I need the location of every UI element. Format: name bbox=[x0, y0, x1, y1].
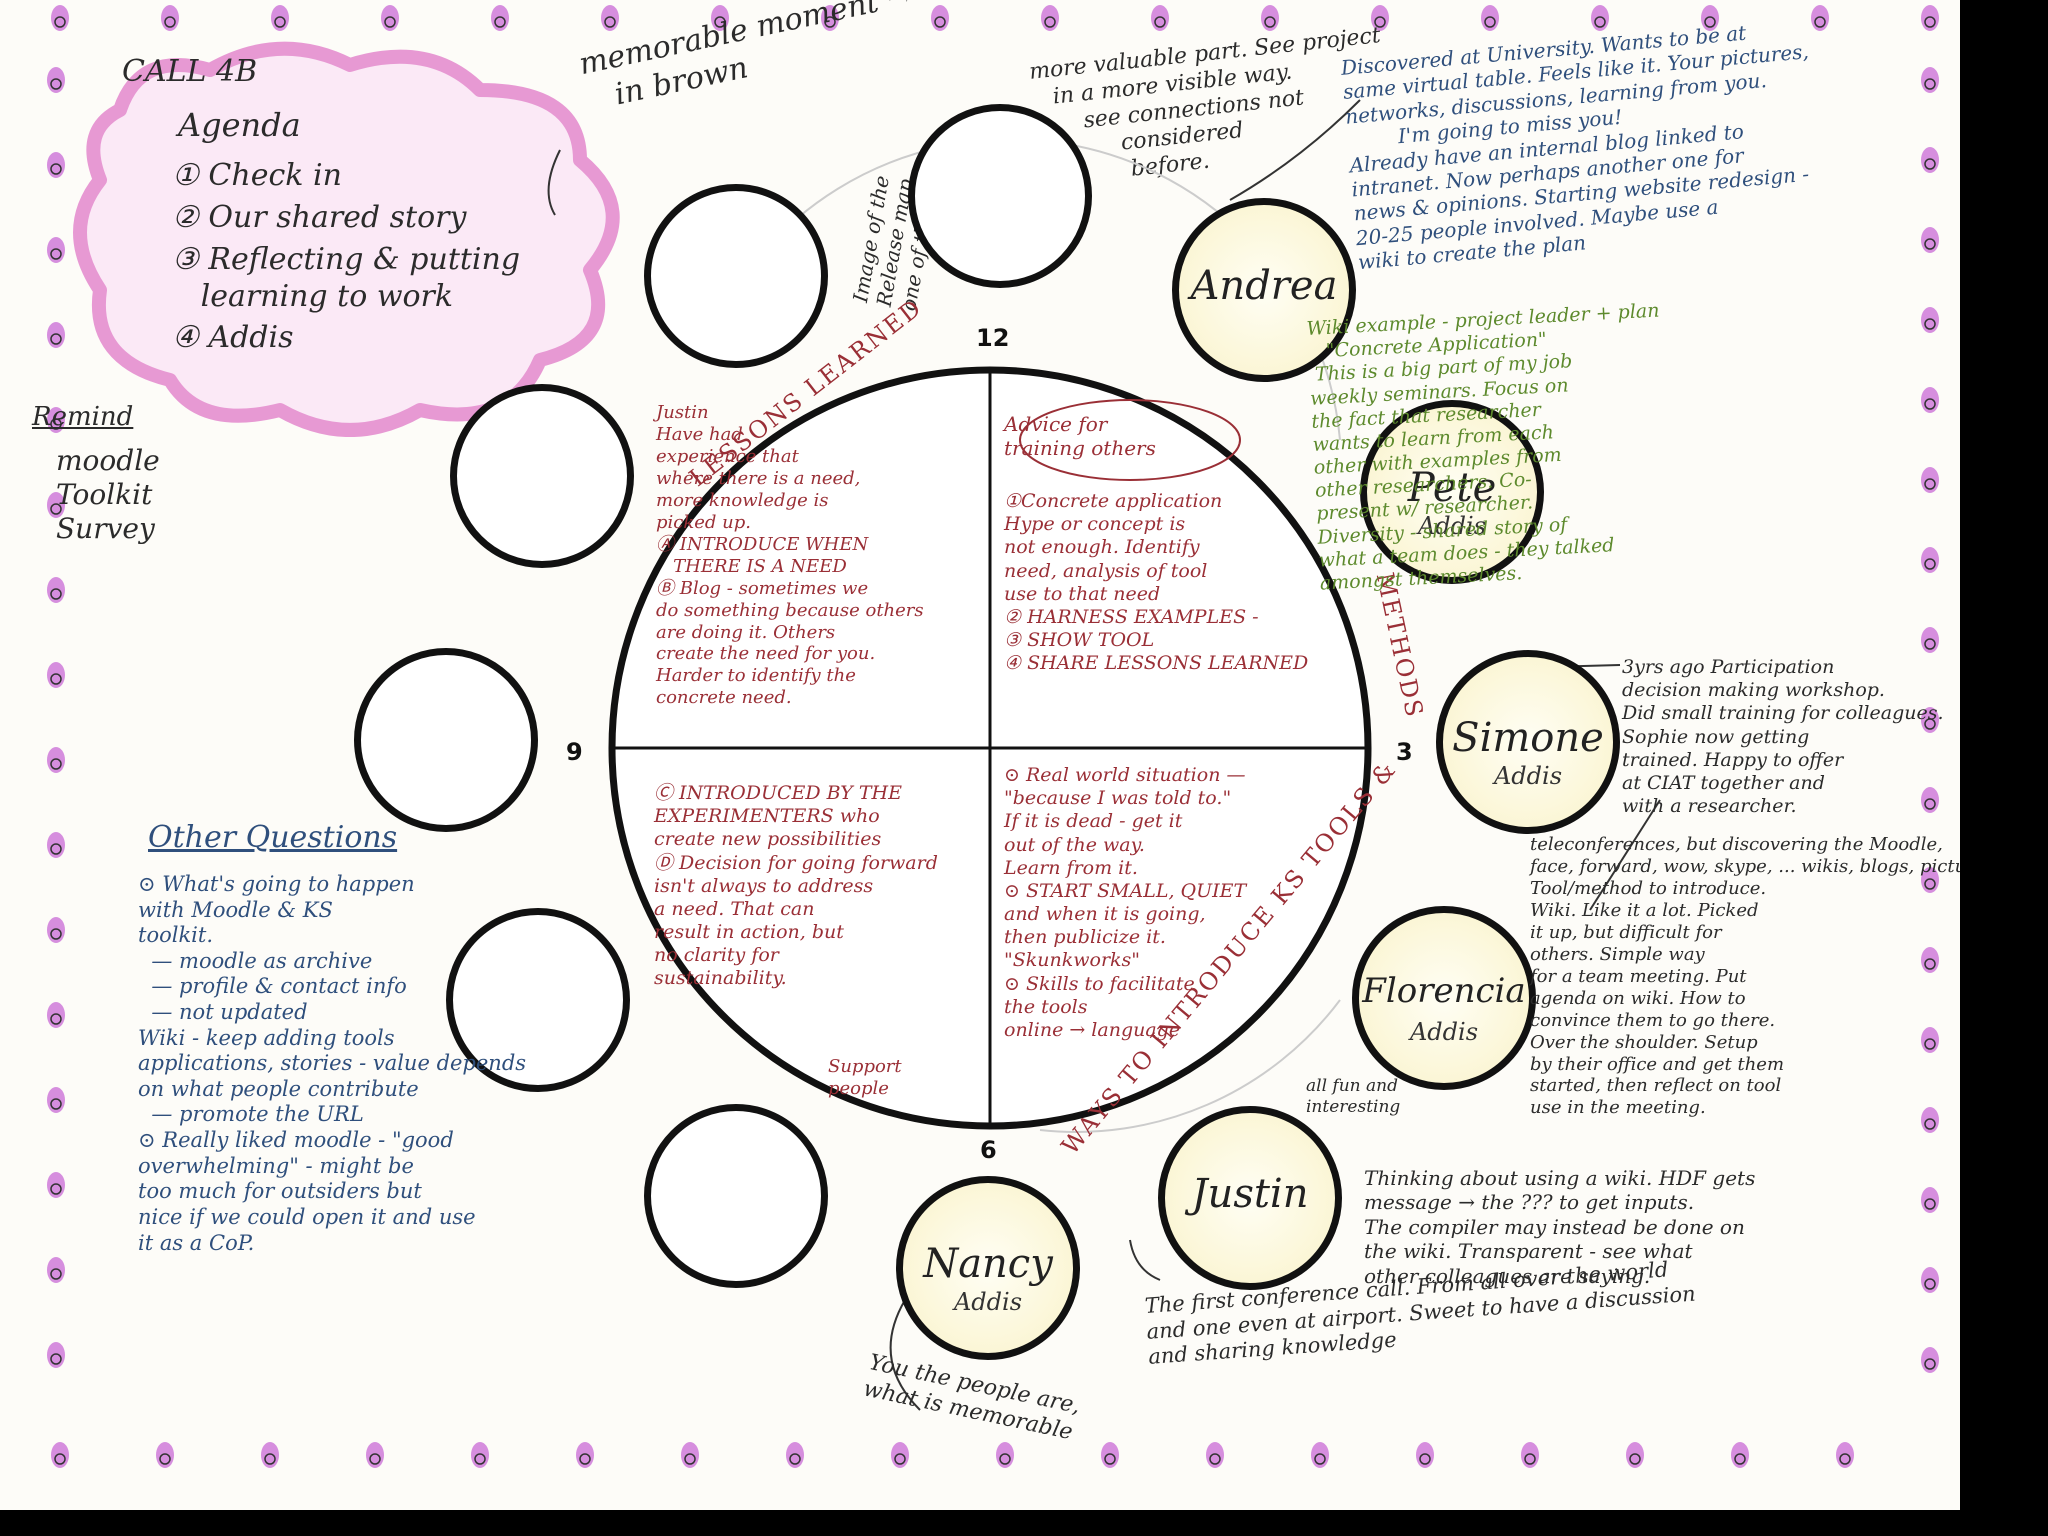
note-florencia-small: all fun and interesting bbox=[1306, 1076, 1400, 1117]
participant-simone: Simone Addis bbox=[1436, 650, 1620, 834]
quadrant-top-left: Justin Have had experience that where th… bbox=[656, 402, 924, 709]
other-questions-heading: Other Questions bbox=[148, 820, 397, 857]
participant-name: Florencia bbox=[1359, 971, 1529, 1011]
participant-nancy: Nancy Addis bbox=[896, 1176, 1080, 1360]
empty-seat-circle bbox=[450, 384, 634, 568]
participant-name: Justin bbox=[1165, 1171, 1335, 1217]
note-florencia: teleconferences, but discovering the Moo… bbox=[1530, 834, 1960, 1119]
empty-seat-circle bbox=[644, 1104, 828, 1288]
note-simone: 3yrs ago Participation decision making w… bbox=[1622, 656, 1944, 818]
participant-name: Andrea bbox=[1179, 263, 1349, 309]
other-questions-body: ⊙ What's going to happen with Moodle & K… bbox=[138, 872, 526, 1256]
diagram-sheet: CALL 4B Agenda ① Check in ② Our shared s… bbox=[0, 0, 1960, 1510]
empty-seat-circle bbox=[908, 104, 1092, 288]
clock-number-9: 9 bbox=[566, 738, 583, 766]
quadrant-top-right-heading: Advice for training others bbox=[1004, 412, 1156, 461]
quadrant-bottom-left: Ⓒ INTRODUCED BY THE EXPERIMENTERS who cr… bbox=[654, 782, 938, 991]
empty-seat-circle bbox=[354, 648, 538, 832]
quadrant-top-right: ①Concrete application Hype or concept is… bbox=[1004, 490, 1308, 675]
clock-number-12: 12 bbox=[976, 324, 1009, 352]
quadrant-bottom-right: ⊙ Real world situation — "because I was … bbox=[1004, 764, 1246, 1042]
note-andrea: Discovered at University. Wants to be at… bbox=[1340, 15, 1825, 274]
quadrant-bottom-left-note: Support people bbox=[828, 1056, 902, 1100]
clock-number-6: 6 bbox=[980, 1136, 997, 1164]
participant-justin: Justin bbox=[1158, 1106, 1342, 1290]
participant-name: Nancy bbox=[903, 1241, 1073, 1287]
participant-sub: Addis bbox=[1443, 762, 1613, 790]
participant-sub: Addis bbox=[1359, 1018, 1529, 1046]
participant-name: Simone bbox=[1443, 715, 1613, 761]
clock-number-3: 3 bbox=[1396, 738, 1413, 766]
note-pete: Wiki example - project leader + plan "Co… bbox=[1306, 300, 1673, 596]
participant-florencia: Florencia Addis bbox=[1352, 906, 1536, 1090]
participant-sub: Addis bbox=[903, 1288, 1073, 1316]
empty-seat-circle bbox=[644, 184, 828, 368]
